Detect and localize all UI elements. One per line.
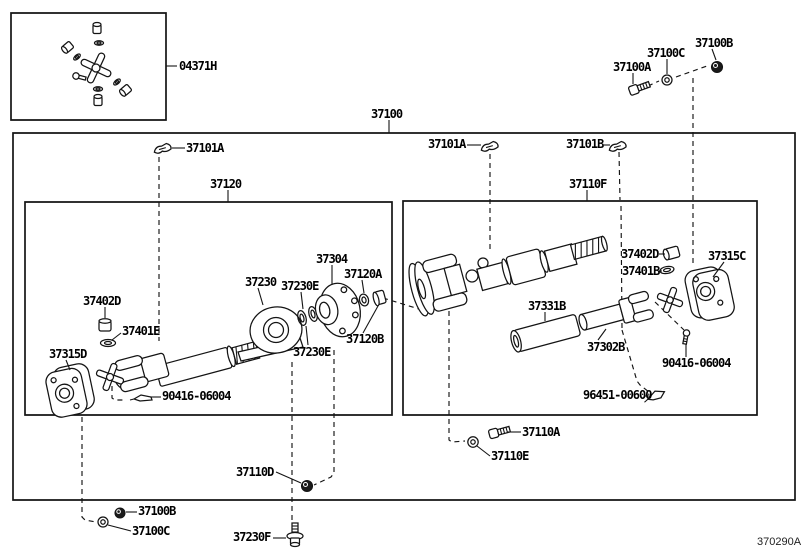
nut-icon-37100B-top <box>712 62 723 73</box>
shaft-cylinders <box>476 240 578 293</box>
clip-icon-90416-left <box>130 395 152 401</box>
clip-icon-37101A-mid <box>480 141 498 152</box>
part-label-37101A-left: 37101A <box>186 141 224 155</box>
part-label-37230E-lower: 37230E <box>293 345 331 359</box>
part-label-37110F: 37110F <box>569 177 607 191</box>
hardware-icons <box>98 62 723 547</box>
part-label-37120: 37120 <box>210 177 242 191</box>
leader-lines <box>66 49 724 538</box>
dashed-connectors <box>82 66 707 522</box>
part-label-37331B: 37331B <box>528 299 566 313</box>
bolt-icon-37100A <box>628 80 651 96</box>
nut-37120B <box>372 290 387 306</box>
assembly-box <box>13 133 795 500</box>
part-label-37110E: 37110E <box>491 449 529 463</box>
ring-icon-37401E <box>101 340 116 347</box>
part-label-90416-06004-right: 90416-06004 <box>662 356 731 370</box>
washer-icon-37100C-bottom <box>98 517 108 527</box>
spider-icon-right <box>653 283 686 316</box>
flange-yoke <box>405 252 470 318</box>
flange-37315D <box>43 362 96 419</box>
part-label-37401B: 37401B <box>622 264 660 278</box>
universal-joint-kit-drawing <box>60 23 132 106</box>
spider-icon <box>92 359 128 395</box>
part-label-37100C-top: 37100C <box>647 46 685 60</box>
drawing-number: 370290A <box>757 536 802 548</box>
flange-37315C <box>683 264 736 324</box>
tube-icon <box>509 314 581 353</box>
bearing-icon <box>246 303 305 357</box>
part-label-90416-06004-left: 90416-06004 <box>162 389 231 403</box>
part-label-96451-00600: 96451-00600 <box>583 388 652 402</box>
nut-icon-37100B-bottom <box>115 508 125 518</box>
washer-icon-37110E <box>468 437 478 447</box>
part-label-04371H: 04371H <box>179 59 217 73</box>
bushing-icon-left <box>99 319 111 331</box>
part-label-37401E: 37401E <box>122 324 160 338</box>
part-label-37101A-mid: 37101A <box>428 137 466 151</box>
part-label-37230: 37230 <box>245 275 277 289</box>
yoke-shaft-37302B <box>576 291 654 337</box>
part-label-37402D-left: 37402D <box>83 294 121 308</box>
front-shaft-drawing <box>405 236 736 402</box>
clip-icon-37101A-left <box>153 143 171 154</box>
clip-icon-37101B <box>608 141 626 152</box>
bushing-icon-right <box>662 246 680 261</box>
part-label-37304: 37304 <box>316 252 348 266</box>
rear-shaft-drawing <box>43 279 386 419</box>
part-label-37230F: 37230F <box>233 530 271 544</box>
yoke-icon <box>110 349 170 394</box>
shaft-tube <box>155 339 260 386</box>
part-label-37100A-top: 37100A <box>613 60 651 74</box>
part-label-37100C-bottom: 37100C <box>132 524 170 538</box>
flange-37304 <box>311 279 365 341</box>
part-label-37315C: 37315C <box>708 249 746 263</box>
front-shaft-box <box>403 201 757 415</box>
rear-shaft-box <box>25 202 392 415</box>
spline-end <box>571 236 609 260</box>
part-label-37302B: 37302B <box>587 340 625 354</box>
bolt-icon-37230F <box>287 523 303 547</box>
clip-icon-96451 <box>642 389 665 402</box>
nut-icon-37110D <box>302 481 313 492</box>
part-label-37120A: 37120A <box>344 267 382 281</box>
part-label-37101B: 37101B <box>566 137 604 151</box>
part-label-37100B-top: 37100B <box>695 36 733 50</box>
part-label-37110D: 37110D <box>236 465 274 479</box>
part-label-37402D-right: 37402D <box>621 247 659 261</box>
part-label-37100: 37100 <box>371 107 403 121</box>
part-label-37110A: 37110A <box>522 425 560 439</box>
part-label-37315D: 37315D <box>49 347 87 361</box>
bolt-icon-37110A <box>488 425 511 439</box>
part-label-37230E-upper: 37230E <box>281 279 319 293</box>
part-label-37100B-bottom: 37100B <box>138 504 176 518</box>
spider-kit-icon <box>80 52 112 84</box>
part-label-37120B: 37120B <box>346 332 384 346</box>
bolt-icon-90416-right <box>681 329 690 344</box>
washer-icon-37100C-top <box>662 75 672 85</box>
